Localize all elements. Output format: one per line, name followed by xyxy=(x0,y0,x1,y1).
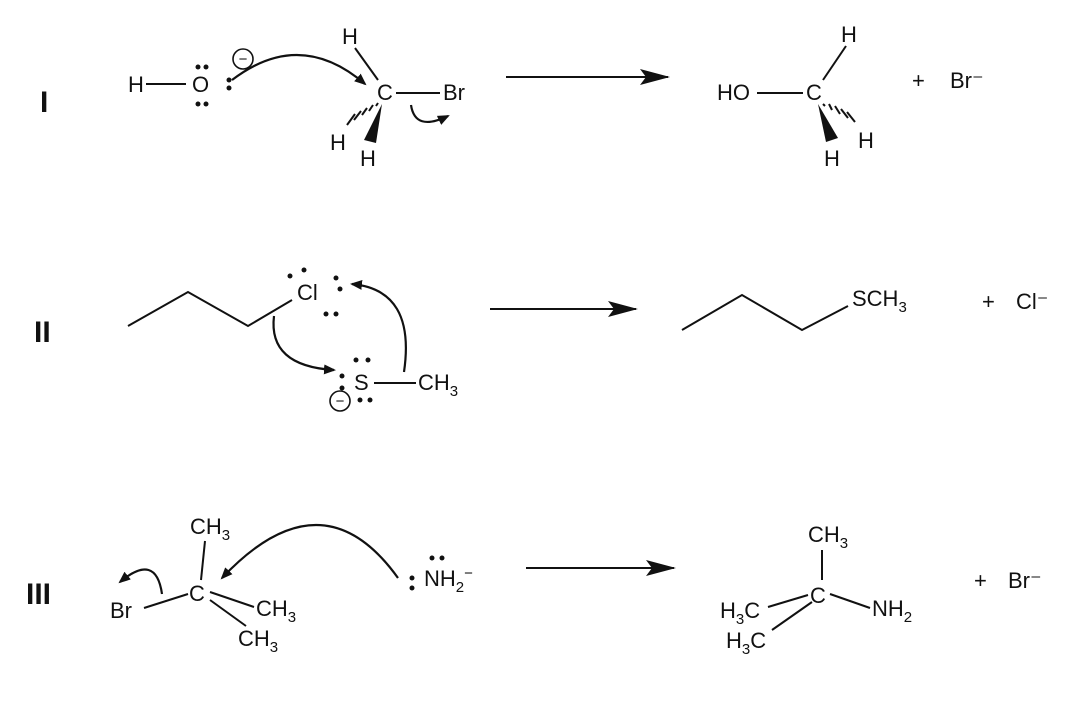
bromide-ion: Br⁻ xyxy=(1008,568,1042,593)
negative-charge-icon xyxy=(329,390,351,412)
atom-o: O xyxy=(192,72,209,97)
methyl-group: CH3 xyxy=(418,370,458,400)
reaction-numeral: III xyxy=(26,578,51,611)
atom-s: S xyxy=(354,370,369,395)
lone-pair-dot xyxy=(429,555,435,561)
bromide-ion: Br⁻ xyxy=(950,68,984,93)
atom-h: H xyxy=(841,22,857,47)
lone-pair-dot xyxy=(357,397,363,403)
bond-c-ch3 xyxy=(209,591,255,608)
amide-group: NH2− xyxy=(424,565,473,596)
atom-h: H xyxy=(824,146,840,171)
carbon-chain xyxy=(681,293,849,332)
lone-pair-dot xyxy=(365,357,371,363)
atom-h: H xyxy=(858,128,874,153)
methyl-group: H3C xyxy=(720,598,760,628)
lone-pair-dot xyxy=(367,397,373,403)
bond-c-ch3 xyxy=(209,599,247,627)
chloride-ion: Cl⁻ xyxy=(1016,289,1048,314)
methyl-group: CH3 xyxy=(238,626,278,656)
reaction-numeral: II xyxy=(34,316,51,349)
carbon-chain xyxy=(127,290,293,328)
atom-br: Br xyxy=(443,80,465,105)
hashed-wedge-bond xyxy=(822,103,856,123)
atom-c: C xyxy=(810,583,826,608)
curved-arrow-icon xyxy=(231,53,367,86)
lone-pair-dot xyxy=(333,275,339,281)
methyl-group: CH3 xyxy=(190,514,230,544)
curved-arrow-icon xyxy=(118,568,164,595)
bond-c-ch3 xyxy=(200,540,206,581)
lone-pair-dot xyxy=(339,373,345,379)
tert-butylamine-product: CH3 C H3C NH2 H3C xyxy=(720,522,912,658)
lone-pair-dot xyxy=(195,101,201,107)
negative-charge-icon xyxy=(232,48,254,70)
atom-cl: Cl xyxy=(297,280,318,305)
atom-c: C xyxy=(377,80,393,105)
methanol-product: HO C H H H xyxy=(717,22,874,171)
atom-h: H xyxy=(330,130,346,155)
reaction-1: I H O − H C Br xyxy=(40,22,984,171)
atom-br: Br xyxy=(110,598,132,623)
bond-c-ch3 xyxy=(771,601,813,631)
thioether-product: SCH3 xyxy=(681,286,907,332)
reaction-numeral: I xyxy=(40,86,48,119)
wedge-bond xyxy=(818,104,838,142)
methyl-group: CH3 xyxy=(808,522,848,552)
methanethiolate-nucleophile: S CH3 − xyxy=(329,357,458,412)
hashed-wedge-bond xyxy=(346,102,379,126)
lone-pair-dot xyxy=(439,555,445,561)
lone-pair-dot xyxy=(203,64,209,70)
lone-pair-dot xyxy=(333,311,339,317)
atom-ho: HO xyxy=(717,80,750,105)
lone-pair-dot xyxy=(226,85,232,91)
bond-c-ch3 xyxy=(767,594,809,608)
bond-c-h xyxy=(822,45,847,81)
bond-br-c xyxy=(143,593,189,609)
atom-c: C xyxy=(189,581,205,606)
plus-sign: + xyxy=(982,289,995,314)
plus-sign: + xyxy=(974,568,987,593)
amino-group: NH2 xyxy=(872,596,912,626)
reaction-3: III CH3 Br C CH3 CH3 NH2− xyxy=(26,514,1042,658)
lone-pair-dot xyxy=(323,311,329,317)
amide-nucleophile: NH2− xyxy=(409,555,473,596)
lone-pair-dot xyxy=(353,357,359,363)
hydroxide-nucleophile: H O − xyxy=(128,48,254,107)
atom-h: H xyxy=(128,72,144,97)
charge-sign: − xyxy=(239,51,248,68)
lone-pair-dot xyxy=(301,267,307,273)
atom-h: H xyxy=(342,24,358,49)
tert-butyl-bromide-substrate: CH3 Br C CH3 CH3 xyxy=(110,514,296,656)
reaction-2: II Cl S CH3 − xyxy=(34,267,1048,412)
charge-sign: − xyxy=(336,393,345,410)
curved-arrow-icon xyxy=(220,523,399,580)
curved-arrow-icon xyxy=(272,315,336,375)
methyl-group: CH3 xyxy=(256,596,296,626)
curved-arrow-icon xyxy=(350,279,407,373)
bromomethane-substrate: H C Br H H xyxy=(330,24,465,171)
lone-pair-dot xyxy=(337,286,343,292)
wedge-bond xyxy=(364,104,382,143)
curved-arrow-icon xyxy=(409,104,450,125)
atom-h: H xyxy=(360,146,376,171)
lone-pair-dot xyxy=(287,273,293,279)
lone-pair-dot xyxy=(339,385,345,391)
lone-pair-dot xyxy=(195,64,201,70)
lone-pair-dot xyxy=(226,77,232,83)
bond-c-n xyxy=(829,593,871,609)
lone-pair-dot xyxy=(409,575,415,581)
methyl-group: H3C xyxy=(726,628,766,658)
bond-c-h xyxy=(354,47,379,81)
plus-sign: + xyxy=(912,68,925,93)
atom-c: C xyxy=(806,80,822,105)
lone-pair-dot xyxy=(409,585,415,591)
chloropropane-substrate: Cl xyxy=(127,267,343,328)
methylthio-group: SCH3 xyxy=(852,286,907,316)
lone-pair-dot xyxy=(203,101,209,107)
